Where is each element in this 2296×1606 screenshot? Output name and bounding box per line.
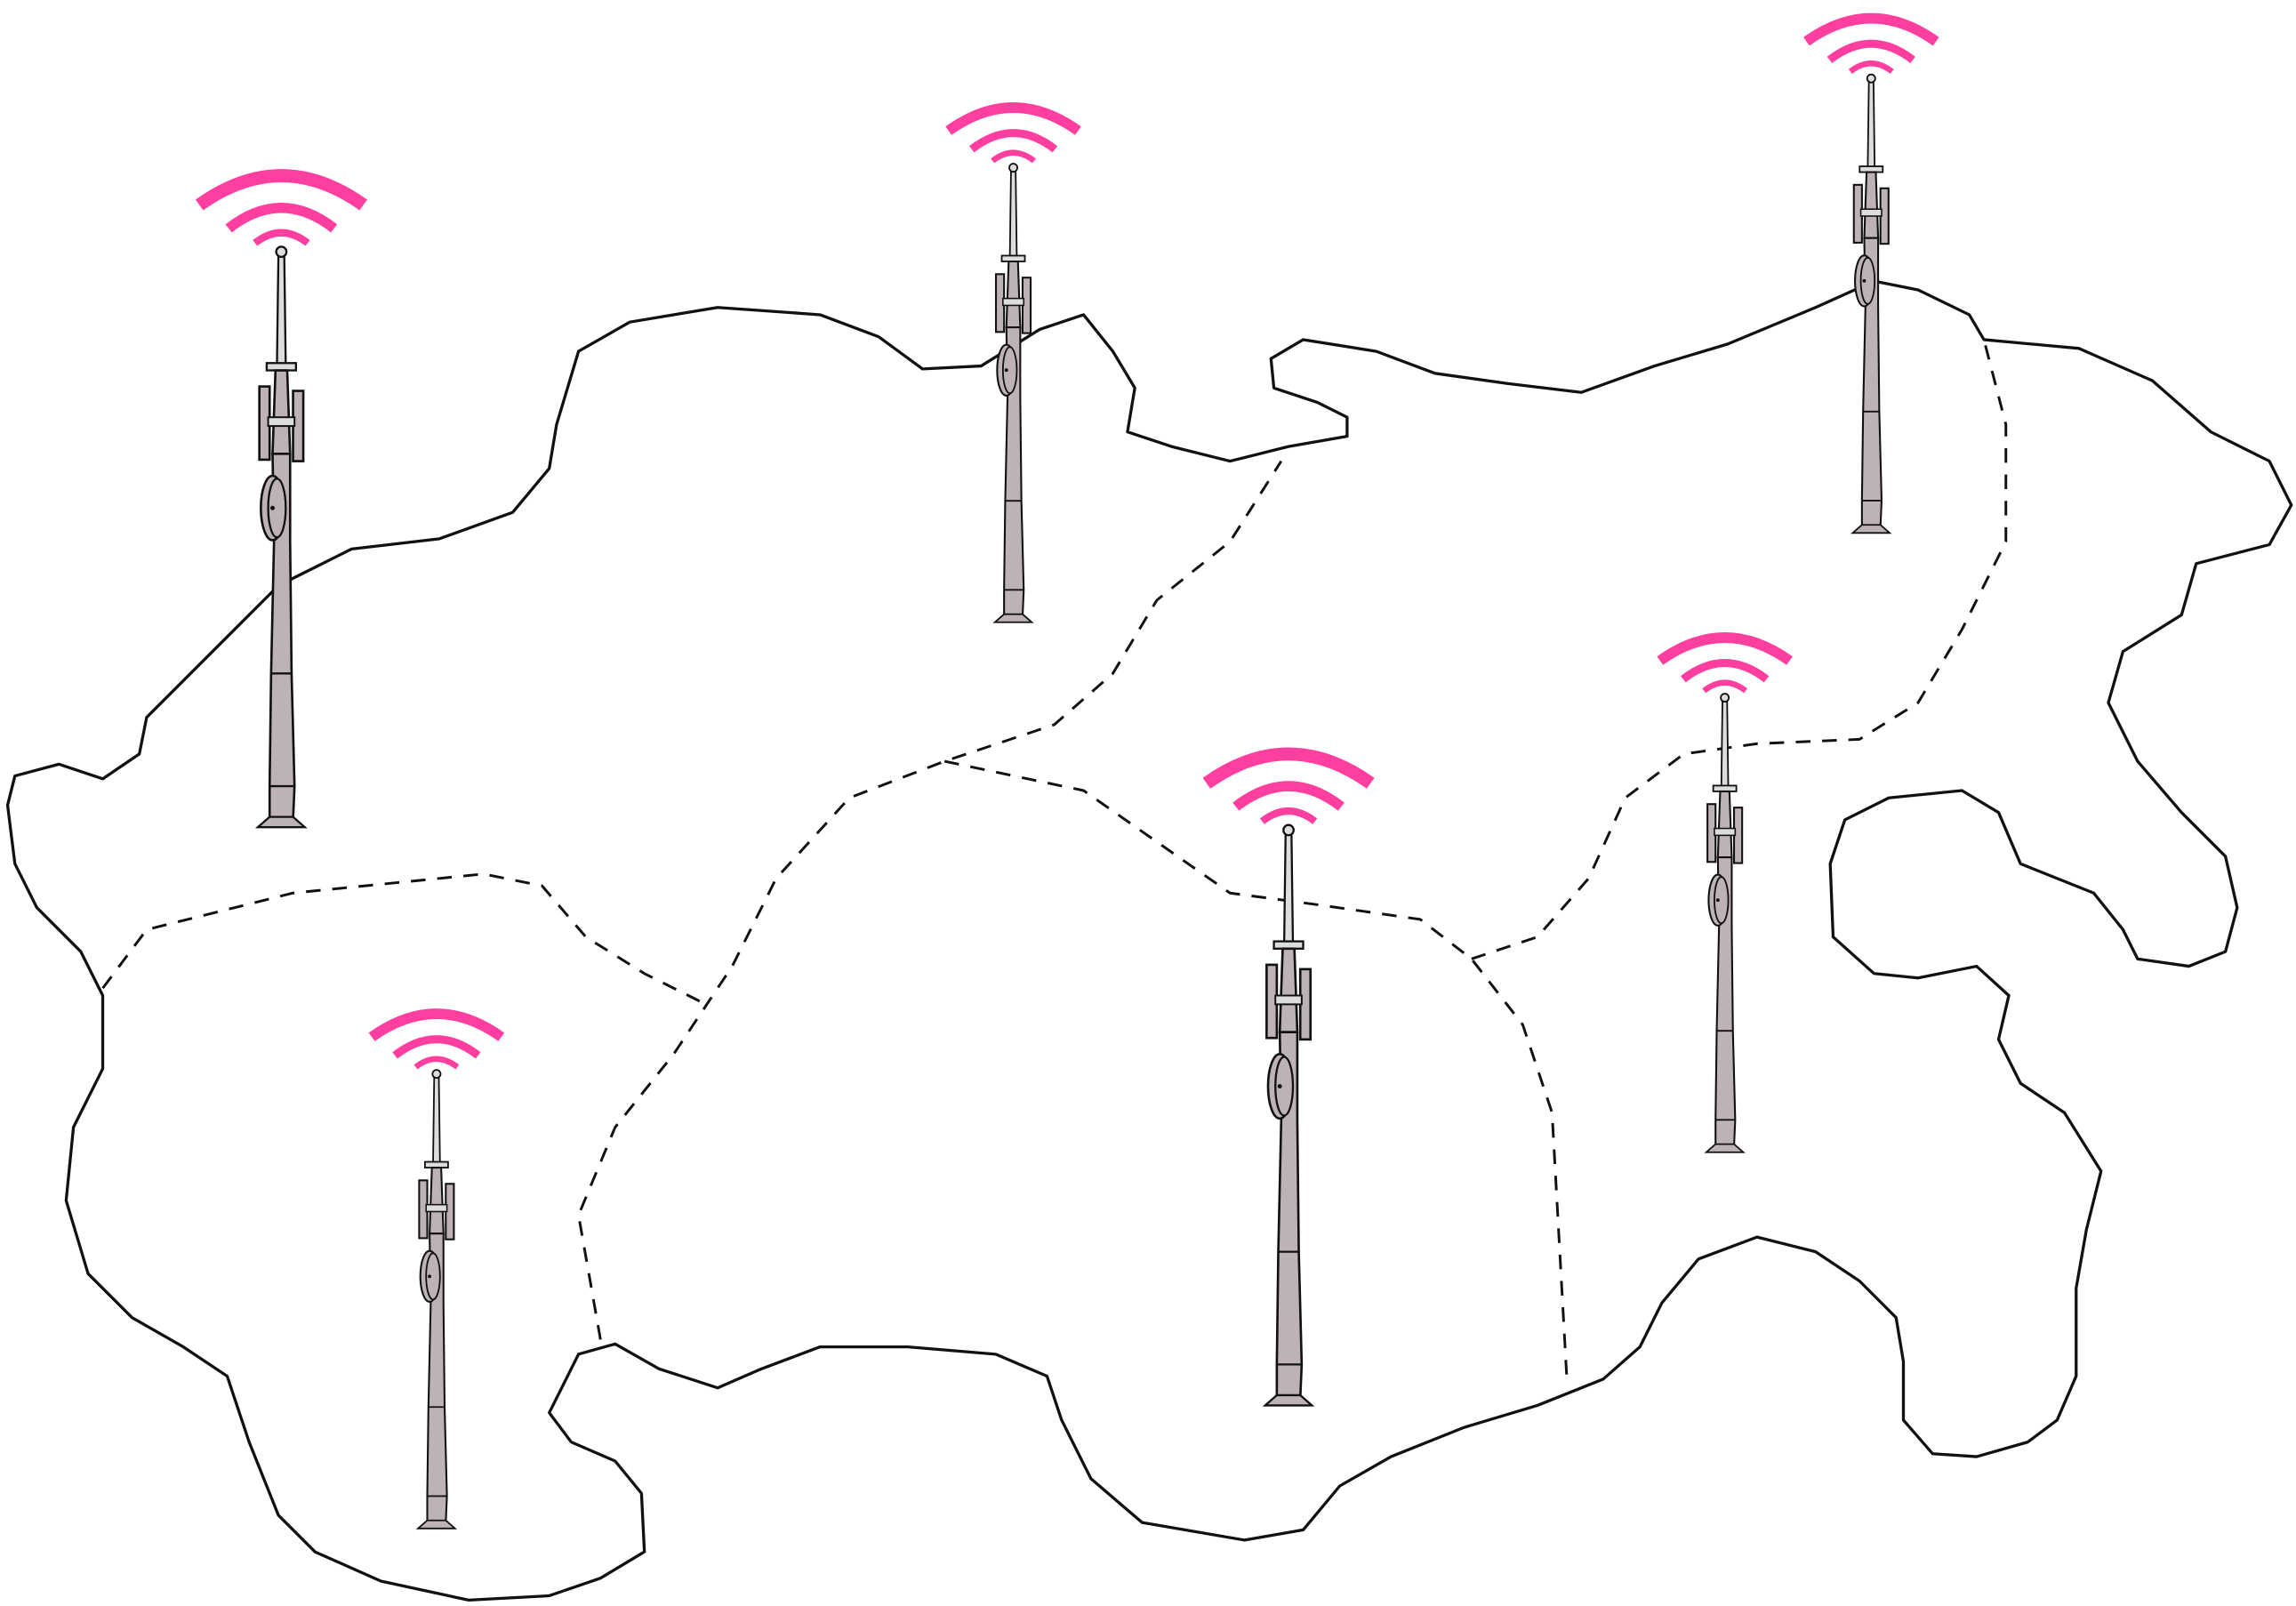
cell-tower-icon [949, 108, 1079, 622]
cell-tower-icon [372, 1014, 502, 1529]
cell-boundary-d [1471, 339, 2008, 960]
cell-tower-icon [1806, 19, 1936, 534]
cell-boundary-a [101, 872, 704, 1005]
cell-tower-icon [1660, 638, 1790, 1152]
cell-tower-icon [1207, 754, 1370, 1406]
cell-boundary-b [577, 460, 1283, 1340]
cell-boundary-c [943, 759, 1569, 1377]
cell-tower-icon [199, 176, 363, 828]
coverage-area-outline [5, 279, 2293, 1602]
